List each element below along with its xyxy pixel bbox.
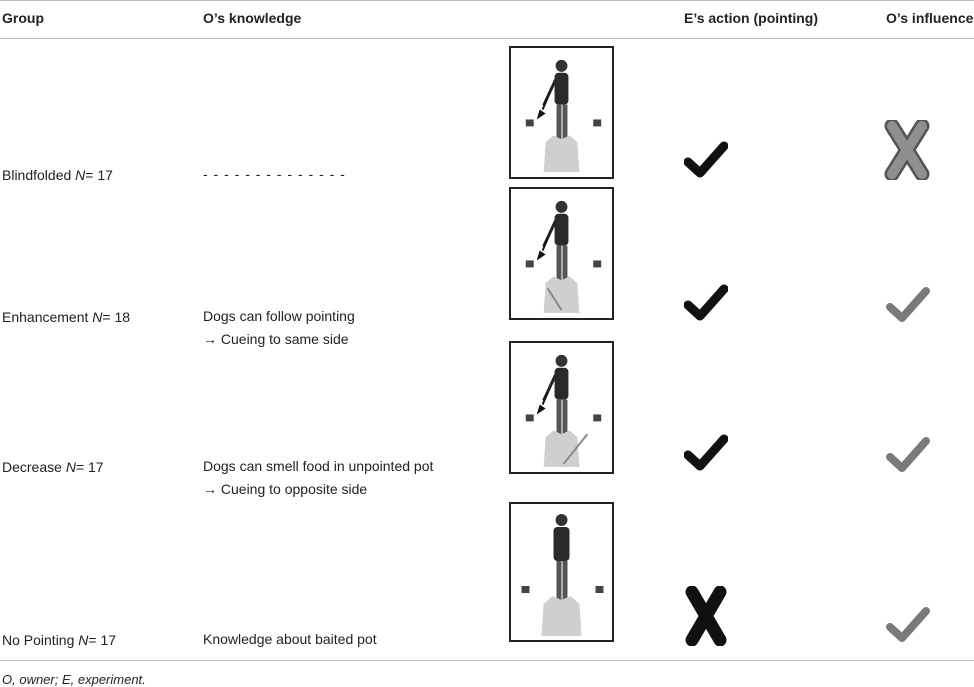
group-name: Enhancement (2, 309, 89, 325)
knowledge-text: Dogs can follow pointing → Cueing to sam… (203, 305, 355, 351)
table-bottom-rule (0, 660, 974, 661)
n-value: = 17 (88, 632, 117, 648)
pointing-photo-illustration (525, 200, 602, 314)
condition-photo-enhancement (509, 187, 614, 320)
knowledge-line: Knowledge about baited pot (203, 631, 377, 647)
n-label: N (75, 167, 86, 183)
knowledge-text: Dogs can smell food in unpointed pot → C… (203, 455, 433, 501)
n-label: N (65, 459, 76, 475)
knowledge-dashes: - - - - - - - - - - - - - - (203, 166, 346, 182)
header-influence: O’s influence (886, 10, 974, 26)
condition-photo-blindfolded (509, 46, 614, 179)
pointing-photo-illustration (525, 354, 602, 468)
pointing-cross-icon (684, 585, 728, 651)
header-pointing: E’s action (pointing) (684, 10, 819, 26)
influence-cross-icon (884, 118, 930, 185)
knowledge-line: Dogs can follow pointing (203, 308, 355, 324)
group-name: Blindfolded (2, 167, 72, 183)
table-row-group: Decrease N= 17 (2, 459, 104, 475)
influence-check-icon (886, 285, 930, 330)
table-row-group: Enhancement N= 18 (2, 309, 130, 325)
n-label: N (92, 309, 103, 325)
pointing-check-icon (683, 283, 729, 328)
standing-photo-illustration (521, 514, 604, 636)
pointing-check-icon (683, 140, 729, 185)
group-name: No Pointing (2, 632, 75, 648)
table-footnote: O, owner; E, experiment. (2, 672, 146, 687)
n-value: = 17 (75, 459, 104, 475)
influence-check-icon (886, 605, 930, 650)
condition-photo-no-pointing (509, 502, 614, 642)
n-value: = 17 (85, 167, 113, 183)
knowledge-line: → Cueing to same side (203, 331, 349, 347)
pointing-photo-illustration (525, 59, 602, 173)
condition-photo-decrease (509, 341, 614, 474)
group-name: Decrease (2, 459, 62, 475)
knowledge-text: Knowledge about baited pot (203, 628, 377, 651)
table-top-rule (0, 0, 974, 1)
header-group: Group (2, 10, 44, 26)
pointing-check-icon (683, 433, 729, 478)
knowledge-line: → Cueing to opposite side (203, 481, 368, 497)
table-row-group: No Pointing N= 17 (2, 632, 116, 648)
n-label: N (78, 632, 89, 648)
influence-check-icon (886, 435, 930, 480)
n-value: = 18 (102, 309, 131, 325)
table-header-rule (0, 38, 974, 39)
header-knowledge: O’s knowledge (203, 10, 302, 26)
knowledge-line: Dogs can smell food in unpointed pot (203, 458, 434, 474)
table-row-group: Blindfolded N= 17 (2, 167, 113, 183)
